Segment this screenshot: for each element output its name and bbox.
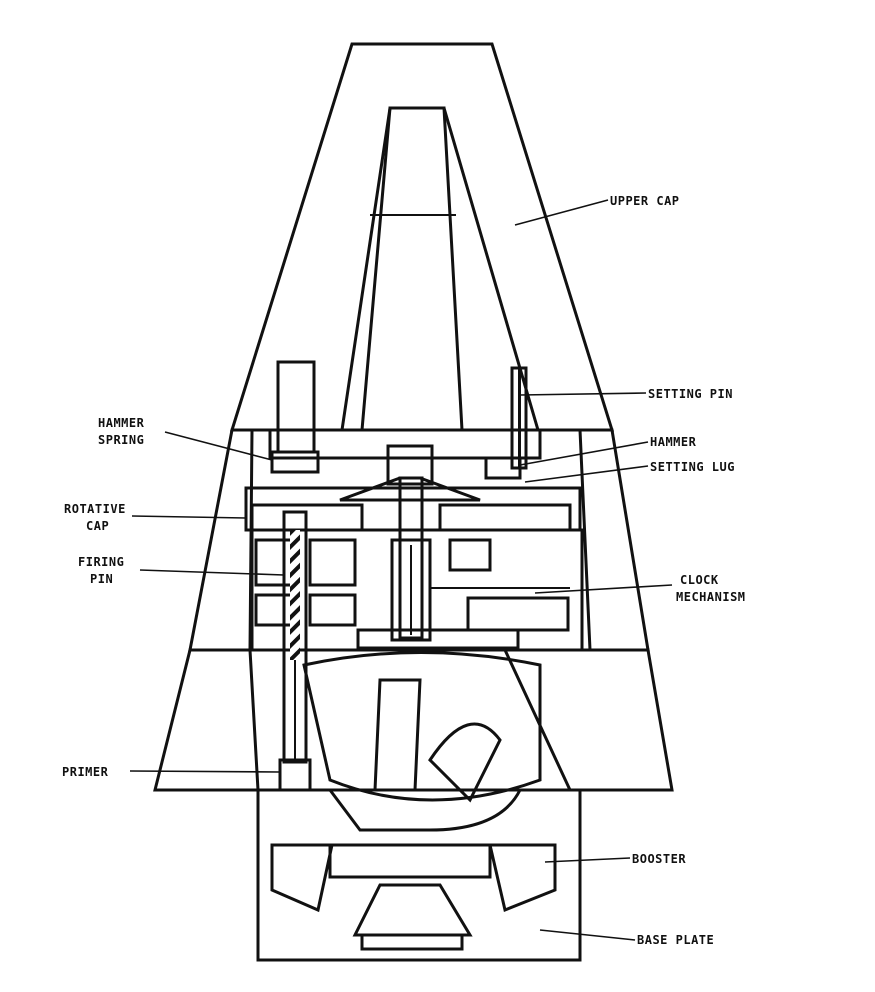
upper-cap-shape: [229, 42, 615, 432]
top-plate-shape: [268, 428, 542, 460]
labels: UPPER CAP SETTING PIN HAMMER SPRING HAMM…: [62, 194, 746, 947]
booster-shape: [270, 843, 557, 913]
base-shape: [256, 788, 582, 962]
label-upper-cap: UPPER CAP: [610, 194, 680, 208]
label-rotative-cap-line1: ROTATIVE: [64, 502, 126, 516]
label-base-plate: BASE PLATE: [637, 933, 714, 947]
leader-lines: [129, 199, 673, 941]
label-clock-mechanism-line1: CLOCK: [680, 573, 719, 587]
primer-shape: [278, 758, 312, 792]
label-hammer-spring-line2: SPRING: [98, 433, 144, 447]
base-plate-shape: [352, 883, 473, 951]
fuze-body-shape: [153, 428, 674, 792]
rotative-cap-shape: [244, 486, 582, 532]
label-firing-pin-line1: FIRING: [78, 555, 124, 569]
firing-pin-shape: [282, 510, 308, 764]
label-clock-mechanism-line2: MECHANISM: [676, 590, 746, 604]
central-spindle-shape: [339, 444, 481, 642]
label-hammer: HAMMER: [650, 435, 697, 449]
label-setting-pin: SETTING PIN: [648, 387, 733, 401]
setting-pin-shape: [484, 366, 528, 480]
label-setting-lug: SETTING LUG: [650, 460, 735, 474]
label-hammer-spring-line1: HAMMER: [98, 416, 145, 430]
label-rotative-cap-line2: CAP: [86, 519, 109, 533]
label-firing-pin-line2: PIN: [90, 572, 113, 586]
label-primer: PRIMER: [62, 765, 109, 779]
time-ring-shape: [302, 651, 542, 803]
clock-mechanism-shape: [250, 528, 584, 652]
hammer-spring-shape: [270, 360, 320, 474]
label-booster: BOOSTER: [632, 852, 686, 866]
